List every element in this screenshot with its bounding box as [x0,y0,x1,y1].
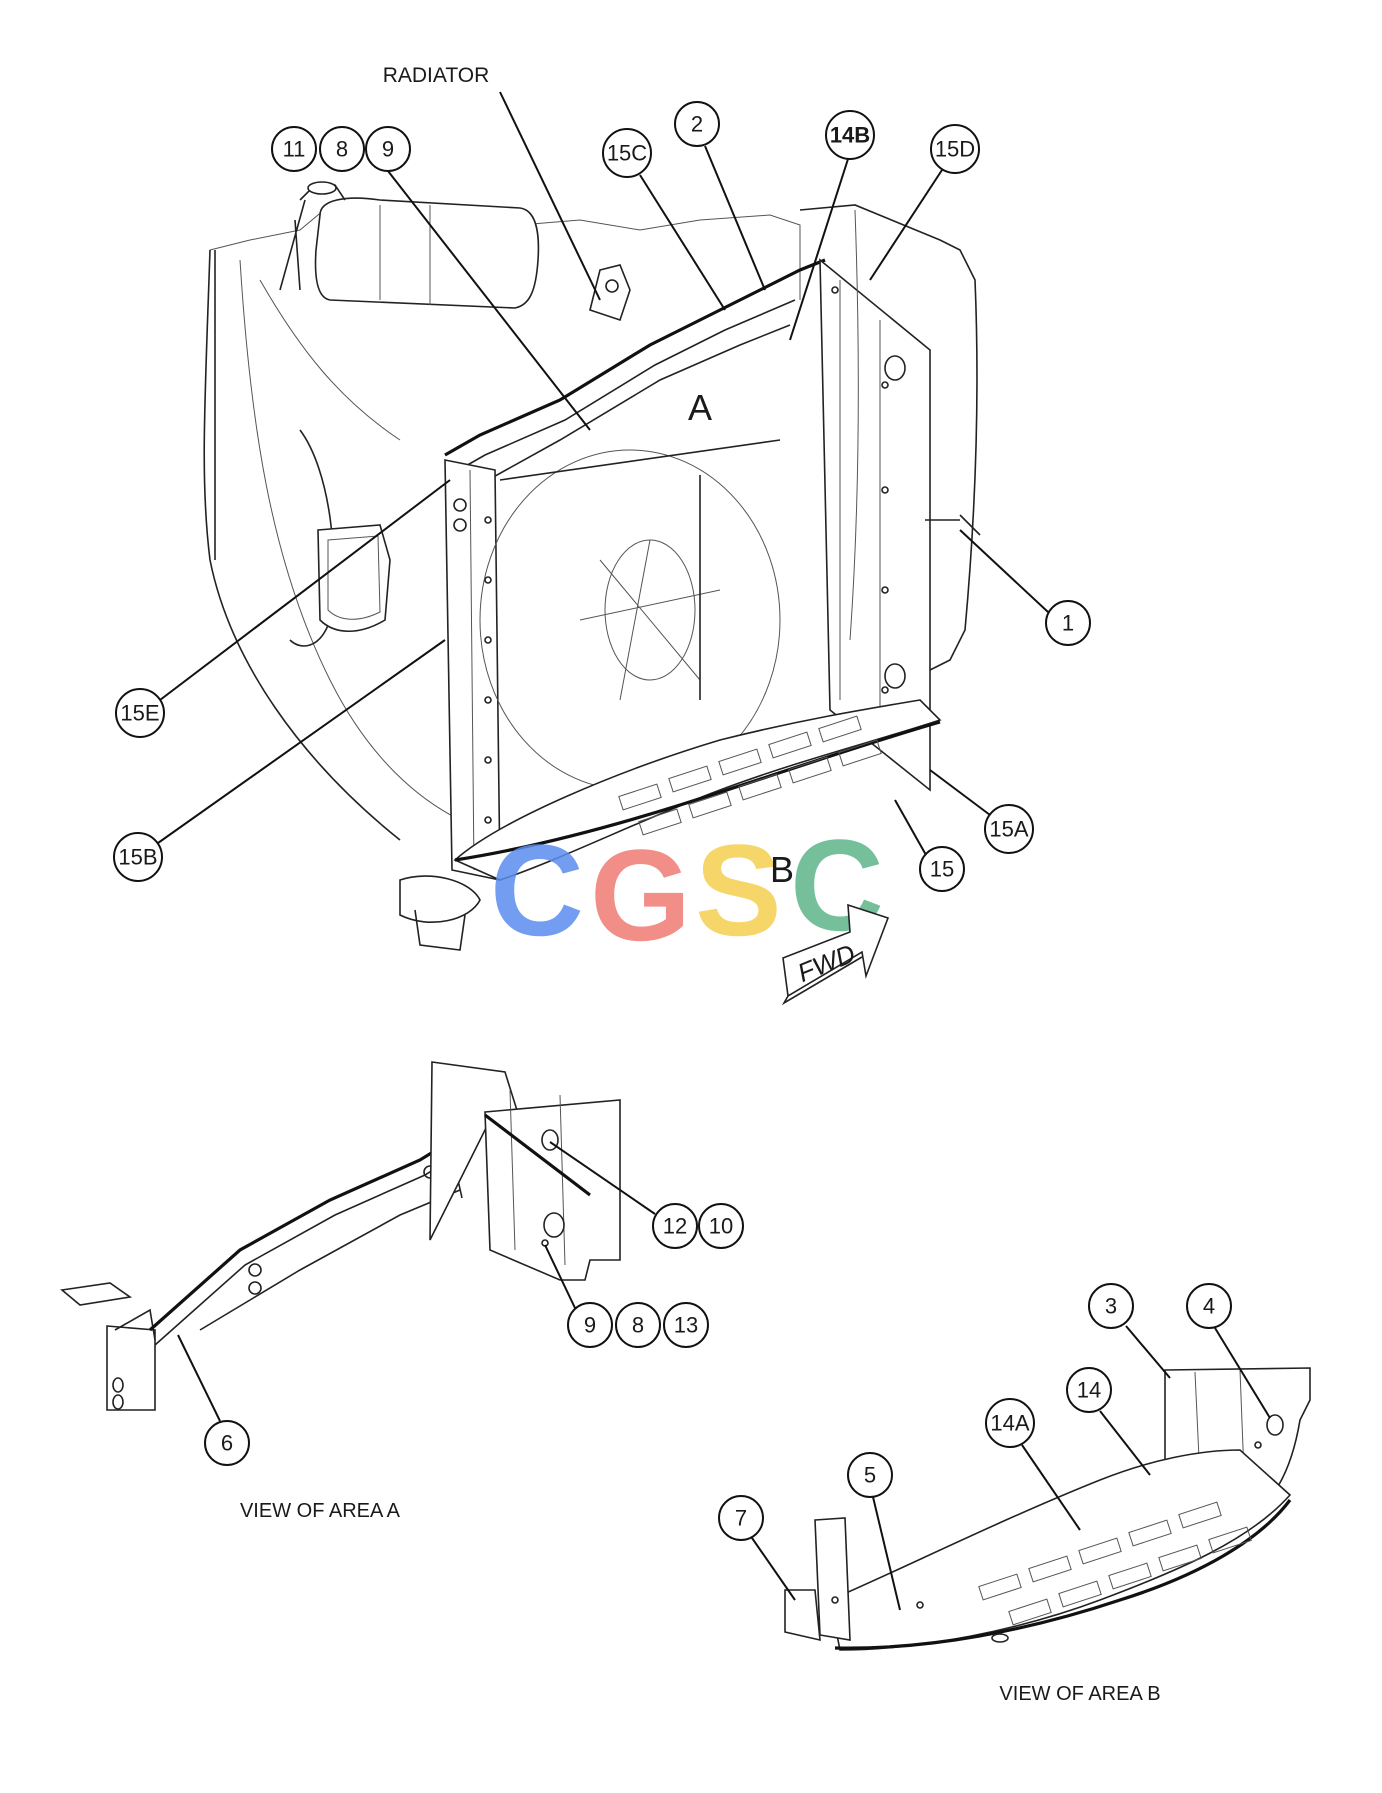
callout-12: 12 [652,1203,698,1249]
callout-3: 3 [1088,1283,1134,1329]
radiator-guard-assembly [203,181,981,951]
view-area-b [784,1367,1311,1651]
svg-text:15E: 15E [120,701,159,726]
callout-15: 15 [919,846,965,892]
callout-13: 13 [663,1302,709,1348]
watermark-logo: C G S C [490,812,884,968]
watermark-letter-g: G [590,822,691,968]
svg-text:7: 7 [735,1506,747,1531]
bolt-row-left [484,516,492,824]
svg-text:2: 2 [691,112,703,137]
svg-text:13: 13 [674,1313,698,1338]
svg-text:4: 4 [1203,1294,1215,1319]
callout-7: 7 [718,1495,764,1541]
svg-text:14A: 14A [990,1411,1029,1436]
bolt-row-right [831,286,889,694]
svg-text:5: 5 [864,1463,876,1488]
view-area-b-caption: VIEW OF AREA B [999,1683,1160,1705]
callout-6: 6 [204,1420,250,1466]
svg-text:15: 15 [930,857,954,882]
svg-text:8: 8 [336,137,348,162]
callout-4: 4 [1186,1283,1232,1329]
watermark-letter-s: S [695,817,782,963]
callout-15E: 15E [115,688,165,738]
callout-14: 14 [1066,1367,1112,1413]
svg-text:15A: 15A [989,817,1028,842]
watermark-letter-c1: C [490,817,584,963]
callout-15D: 15D [930,124,980,174]
callout-15A: 15A [984,804,1034,854]
svg-text:3: 3 [1105,1294,1117,1319]
callout-14A: 14A [985,1398,1035,1448]
svg-text:9: 9 [382,137,394,162]
callout-8-main: 8 [319,126,365,172]
callout-2: 2 [674,101,720,147]
view-area-a [60,1061,621,1411]
svg-text:15C: 15C [607,141,647,166]
step-slots-b [978,1501,1252,1626]
callout-1: 1 [1045,600,1091,646]
callout-14B: 14B [825,110,875,160]
svg-text:9: 9 [584,1313,596,1338]
svg-text:10: 10 [709,1214,733,1239]
svg-text:1: 1 [1062,611,1074,636]
svg-text:12: 12 [663,1214,687,1239]
area-b-label: B [770,849,794,890]
area-a-label: A [688,387,712,428]
callout-15C: 15C [602,128,652,178]
callout-9-area-a: 9 [567,1302,613,1348]
svg-text:14: 14 [1077,1378,1101,1403]
view-area-a-caption: VIEW OF AREA A [240,1500,401,1522]
svg-text:6: 6 [221,1431,233,1456]
radiator-label: RADIATOR [383,64,490,87]
svg-text:15B: 15B [118,845,157,870]
svg-text:8: 8 [632,1313,644,1338]
step-slots [618,715,882,836]
svg-text:14B: 14B [830,123,870,148]
callout-15B: 15B [113,832,163,882]
svg-text:11: 11 [283,137,306,162]
callout-8-area-a: 8 [615,1302,661,1348]
callout-5: 5 [847,1452,893,1498]
callout-10: 10 [698,1203,744,1249]
svg-text:15D: 15D [935,137,975,162]
callout-11: 11 [271,126,317,172]
callout-9-main: 9 [365,126,411,172]
